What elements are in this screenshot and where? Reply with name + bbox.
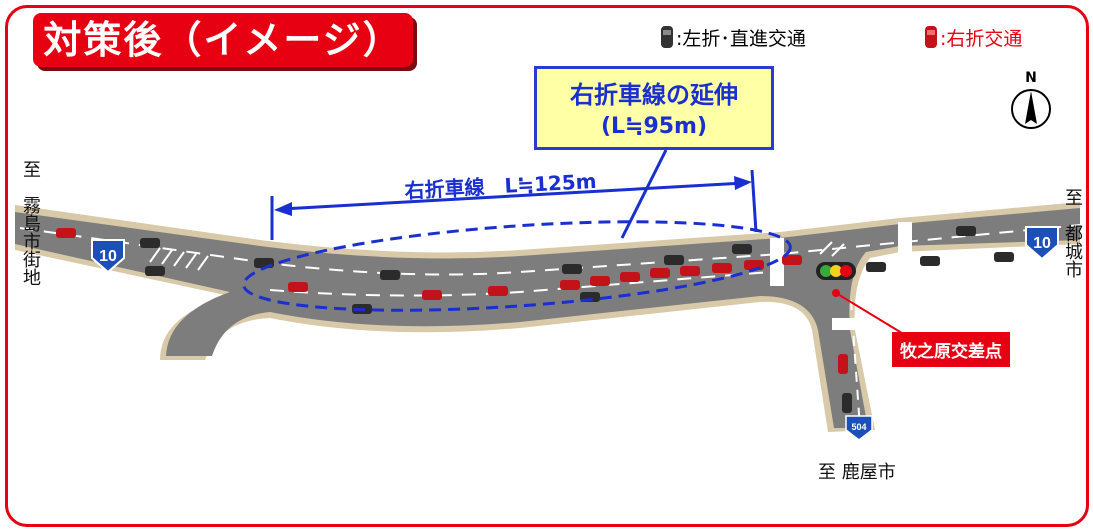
legend-straight-label: :左折･直進交通 (676, 28, 806, 50)
lane-length-dimension (270, 169, 758, 240)
svg-text:10: 10 (99, 248, 117, 265)
straight-traffic-cars (140, 226, 1014, 413)
north-arrow: N (1006, 70, 1056, 134)
svg-text:10: 10 (1033, 235, 1051, 252)
callout-length: (L≒95m) (600, 114, 708, 139)
callout-title: 右折車線の延伸 (570, 81, 738, 109)
destination-east: 至 都城市 (1062, 188, 1083, 278)
intersection-label: 牧之原交差点 (892, 332, 1010, 367)
black-car-icon (660, 25, 674, 54)
right-turn-cars (56, 228, 848, 374)
svg-text:504: 504 (851, 422, 866, 432)
destination-west: 至 霧島市街地 (20, 160, 41, 286)
red-car-icon (924, 25, 938, 54)
extension-callout: 右折車線の延伸 (L≒95m) (534, 66, 774, 150)
route-shield-west: 10 (91, 239, 125, 274)
legend-right-label: :右折交通 (940, 28, 1023, 50)
legend-straight: :左折･直進交通 (660, 24, 806, 54)
route-shield-east: 10 (1025, 226, 1059, 261)
extension-area-ellipse (242, 220, 792, 312)
legend-right-turn: :右折交通 (924, 24, 1022, 54)
north-label: N (1025, 70, 1037, 86)
route-shield-south: 504 (845, 415, 873, 441)
destination-south: 至 鹿屋市 (818, 462, 896, 483)
traffic-signal (816, 262, 856, 280)
lane-length-label: 右折車線 L≒125m (404, 169, 597, 203)
page-title: 対策後（イメージ） (33, 13, 413, 67)
callout-pointer (620, 149, 668, 239)
road-surface (15, 208, 1080, 428)
compass-icon (1011, 89, 1051, 129)
